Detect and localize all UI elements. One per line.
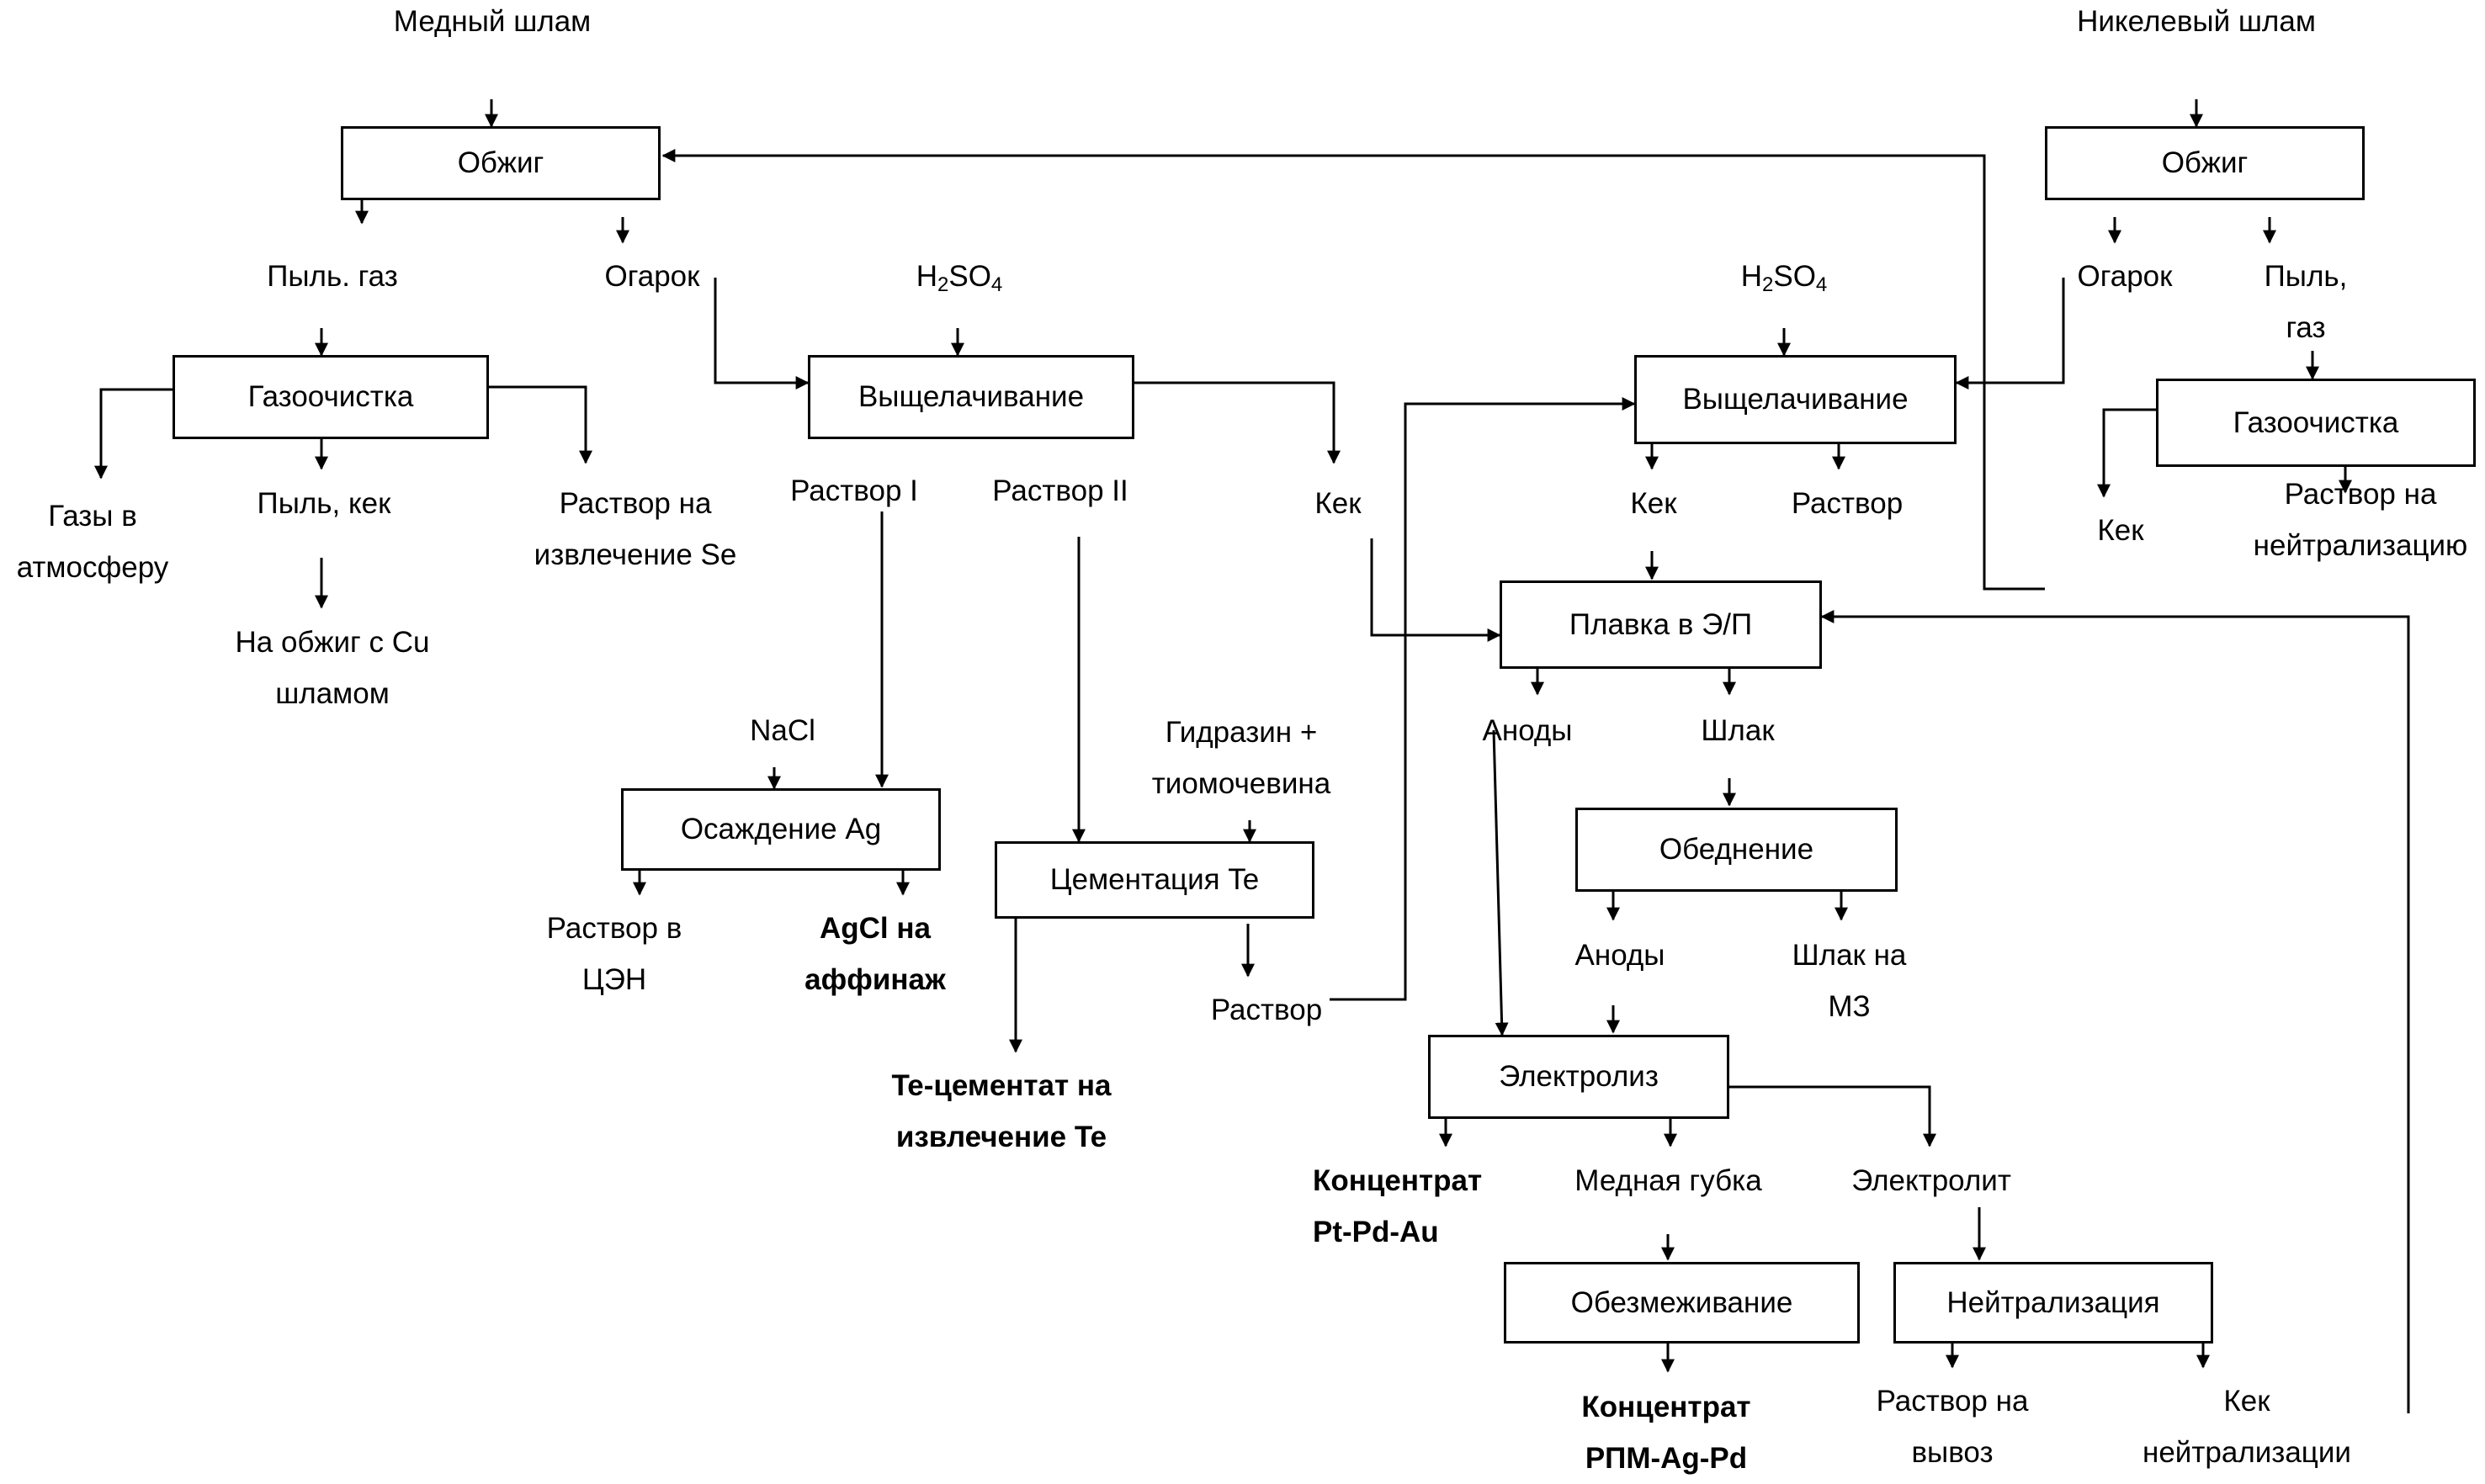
process-electrolysis: Электролиз — [1428, 1035, 1729, 1119]
arrow-gas-cleaning-ni-to-cake — [2097, 408, 2156, 498]
process-ag-precipitation: Осаждение Ag — [621, 788, 941, 871]
product-solution-te: Раствор — [1210, 994, 1323, 1026]
process-roasting-ni: Обжиг — [2045, 126, 2365, 200]
reagent-h2so4-cu: H2SO4 — [916, 260, 1003, 296]
process-neutralization: Нейтрализация — [1893, 1262, 2213, 1344]
arrow-solution-to-leaching-ni — [1330, 397, 1636, 1001]
process-gas-cleaning-ni: Газоочистка — [2156, 379, 2476, 467]
process-roasting-cu: Обжиг — [341, 126, 661, 200]
product-solution-ni: Раствор — [1791, 487, 1904, 520]
product-copper-sponge: Медная губка — [1574, 1164, 1762, 1197]
product-dust-cake: Пыль, кек — [257, 487, 391, 520]
arrow-cake-cu-to-smelting — [1370, 538, 1501, 642]
arrow-cinder-to-leaching — [714, 278, 810, 390]
arrow-neutr-cake-to-smelting — [1820, 610, 2410, 1413]
process-te-cementation: Цементация Te — [995, 841, 1314, 919]
reagent-h2so4-ni: H2SO4 — [1740, 260, 1828, 296]
source-copper-slime: Медный шлам — [393, 5, 592, 38]
product-dust-gas: Пыль. газ — [267, 260, 398, 293]
process-depletion: Обеднение — [1575, 808, 1898, 892]
reagent-nacl: NaCl — [750, 714, 815, 747]
process-gas-cleaning-cu: Газоочистка — [173, 355, 489, 439]
arrow-leaching-to-cake-cu — [1134, 381, 1341, 464]
product-anodes-2: Аноды — [1574, 939, 1665, 972]
product-cinder-cu: Огарок — [604, 260, 700, 293]
arrow-electrolysis-to-electrolyte — [1729, 1085, 1936, 1147]
product-slag: Шлак — [1701, 714, 1775, 747]
product-dust-gas-ni: Пыль,газ — [2264, 260, 2348, 344]
product-cake-ni: Кек — [1630, 487, 1677, 520]
product-cake-cu: Кек — [1314, 487, 1362, 520]
process-leaching-ni: Выщелачивание — [1634, 355, 1957, 444]
product-anodes: Аноды — [1482, 714, 1573, 747]
product-solution-2: Раствор II — [992, 474, 1128, 507]
process-decoppering: Обезмеживание — [1504, 1262, 1860, 1344]
product-solution-1: Раствор I — [790, 474, 918, 507]
arrow-gas-cleaning-to-se-solution — [489, 385, 592, 464]
arrow-cinder-ni-to-leaching — [1955, 278, 2065, 390]
product-cake-gas-ni: Кек — [2097, 514, 2144, 547]
reagent-hydrazine-thiourea: Гидразин +тиомочевина — [1151, 716, 1331, 800]
arrow-roasting-ni-to-cake-return — [661, 149, 2045, 591]
arrow-gas-cleaning-to-atmosphere — [94, 388, 173, 480]
arrow-anodes-to-electrolysis — [1492, 729, 1509, 1036]
process-leaching-cu: Выщелачивание — [808, 355, 1134, 439]
source-nickel-slime: Никелевый шлам — [2077, 5, 2316, 38]
product-electrolyte: Электролит — [1851, 1164, 2011, 1197]
product-cinder-ni: Огарок — [2077, 260, 2173, 293]
process-smelting: Плавка в Э/П — [1500, 580, 1822, 669]
